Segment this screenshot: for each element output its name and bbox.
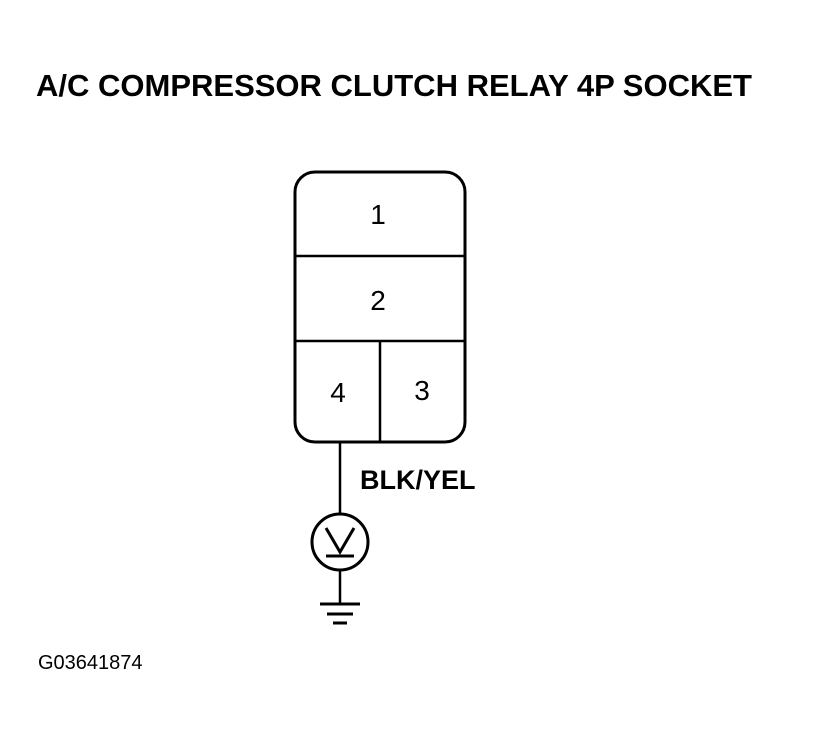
diagram-title: A/C COMPRESSOR CLUTCH RELAY 4P SOCKET <box>36 68 752 103</box>
terminal-2-label: 2 <box>370 285 386 316</box>
figure-id: G03641874 <box>38 652 143 674</box>
voltmeter-icon <box>310 512 370 572</box>
wire-color-label: BLK/YEL <box>360 465 476 495</box>
ground-icon <box>320 602 360 625</box>
terminal-4-label: 4 <box>330 377 346 408</box>
terminal-3-label: 3 <box>414 375 430 406</box>
terminal-1-label: 1 <box>370 199 386 230</box>
